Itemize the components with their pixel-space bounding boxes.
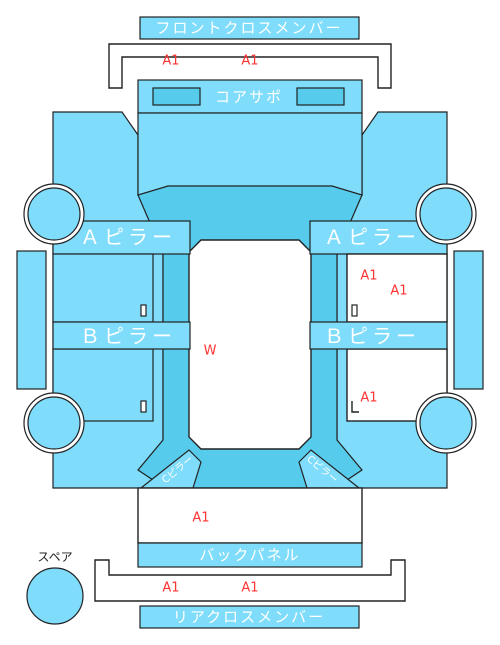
right-a1-top-mark: A1 xyxy=(360,269,377,284)
rear-cross-member-label: リアクロスメンバー xyxy=(173,608,325,626)
spare-tire-label: スペア xyxy=(37,550,72,564)
rear-a1-right-mark: A1 xyxy=(241,581,258,596)
right-side-skirt xyxy=(453,250,484,390)
hood-area-panel xyxy=(137,112,363,196)
b-pillar-right-band xyxy=(309,321,448,350)
left-front-hinge-mark xyxy=(140,304,147,317)
rear-right-wheel xyxy=(419,396,473,450)
left-front-door-panel xyxy=(52,253,154,323)
left-side-skirt xyxy=(16,250,47,390)
b-pillar-right-label: Ｂピラー xyxy=(324,324,420,348)
a-pillar-left-label: Ａピラー xyxy=(80,225,176,249)
rear-a1-left-mark: A1 xyxy=(162,581,179,596)
back-panel xyxy=(137,542,363,568)
b-pillar-left-label: Ｂピラー xyxy=(80,324,176,348)
spare-tire xyxy=(26,567,84,625)
trunk-area xyxy=(137,487,363,544)
right-front-door-opening xyxy=(346,253,448,323)
center-w-mark: W xyxy=(204,344,217,359)
core-support-opening-right xyxy=(296,87,345,106)
front-bracket-frame xyxy=(108,43,392,89)
core-support-opening-left xyxy=(152,87,201,106)
front-cross-member-panel xyxy=(139,16,360,40)
back-panel-label: バックパネル xyxy=(199,546,300,564)
front-a1-left-mark: A1 xyxy=(162,54,179,69)
rear-left-wheel xyxy=(27,396,81,450)
right-rear-hinge-mark xyxy=(351,401,359,413)
left-rear-hinge-mark xyxy=(140,400,147,413)
b-pillar-left-band xyxy=(52,321,191,350)
front-cross-member-label: フロントクロスメンバー xyxy=(155,19,342,37)
cabin-opening xyxy=(188,239,312,450)
rear-bracket-frame xyxy=(94,559,406,602)
front-a1-right-mark: A1 xyxy=(241,54,258,69)
trunk-a1-mark: A1 xyxy=(192,511,209,526)
right-a1-top2-mark: A1 xyxy=(390,284,407,299)
core-support-label: コアサポ xyxy=(215,88,283,106)
a-pillar-right-label: Ａピラー xyxy=(324,225,420,249)
rear-cross-member-panel xyxy=(139,605,360,629)
front-right-wheel xyxy=(419,187,473,241)
right-a1-bottom-mark: A1 xyxy=(360,391,377,406)
right-front-hinge-mark xyxy=(351,304,358,317)
front-left-wheel xyxy=(27,187,81,241)
